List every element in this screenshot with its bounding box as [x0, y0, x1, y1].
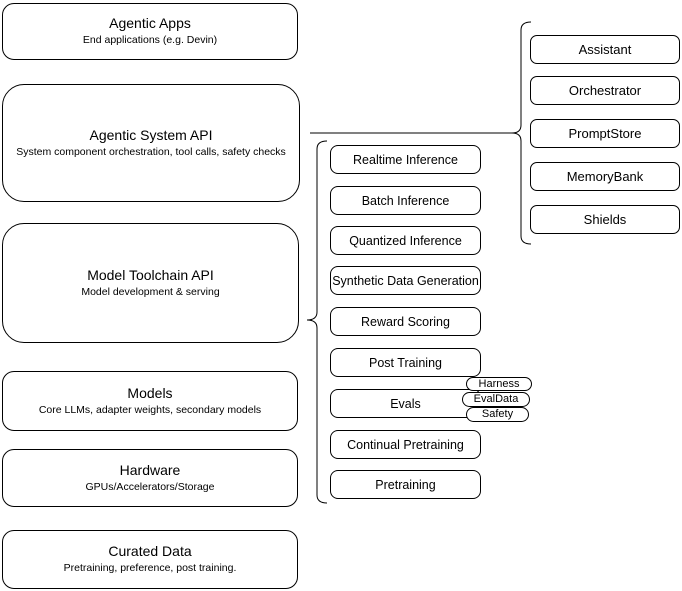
toolchain-item-continual-pretraining: Continual Pretraining [330, 430, 481, 459]
layer-subtitle: GPUs/Accelerators/Storage [85, 480, 215, 493]
system-component-orchestrator: Orchestrator [530, 76, 680, 105]
toolchain-item-post-training: Post Training [330, 348, 481, 377]
layer-subtitle: Pretraining, preference, post training. [63, 562, 237, 575]
eval-pill-harness: Harness [466, 377, 532, 391]
components-brace [511, 21, 532, 245]
layer-curated-data: Curated Data Pretraining, preference, po… [2, 530, 298, 589]
toolchain-item-realtime-inference: Realtime Inference [330, 145, 481, 174]
toolchain-item-batch-inference: Batch Inference [330, 186, 481, 215]
layer-hardware: Hardware GPUs/Accelerators/Storage [2, 449, 298, 507]
eval-pill-safety: Safety [466, 407, 529, 422]
layer-title: Model Toolchain API [87, 266, 214, 283]
layer-subtitle: End applications (e.g. Devin) [82, 34, 218, 47]
system-component-shields: Shields [530, 205, 680, 234]
toolchain-item-synthetic-data-generation: Synthetic Data Generation [330, 266, 481, 295]
layer-title: Curated Data [108, 543, 192, 560]
eval-pill-evaldata: EvalData [462, 392, 530, 407]
toolchain-brace [306, 140, 328, 504]
layer-title: Agentic Apps [109, 15, 191, 32]
system-component-assistant: Assistant [530, 35, 680, 64]
layer-models: Models Core LLMs, adapter weights, secon… [2, 371, 298, 431]
toolchain-item-evals: Evals [330, 389, 481, 418]
layer-subtitle: System component orchestration, tool cal… [16, 145, 286, 158]
layer-agentic-apps: Agentic Apps End applications (e.g. Devi… [2, 3, 298, 60]
layer-agentic-system-api: Agentic System API System component orch… [2, 84, 300, 202]
layer-title: Models [127, 384, 173, 401]
toolchain-item-pretraining: Pretraining [330, 470, 481, 499]
layer-title: Agentic System API [89, 126, 213, 143]
toolchain-item-quantized-inference: Quantized Inference [330, 226, 481, 255]
layer-model-toolchain-api: Model Toolchain API Model development & … [2, 223, 299, 343]
layer-subtitle: Model development & serving [81, 285, 220, 298]
layer-title: Hardware [119, 461, 181, 478]
system-component-promptstore: PromptStore [530, 119, 680, 148]
toolchain-item-reward-scoring: Reward Scoring [330, 307, 481, 336]
system-component-memorybank: MemoryBank [530, 162, 680, 191]
layer-subtitle: Core LLMs, adapter weights, secondary mo… [38, 403, 262, 416]
